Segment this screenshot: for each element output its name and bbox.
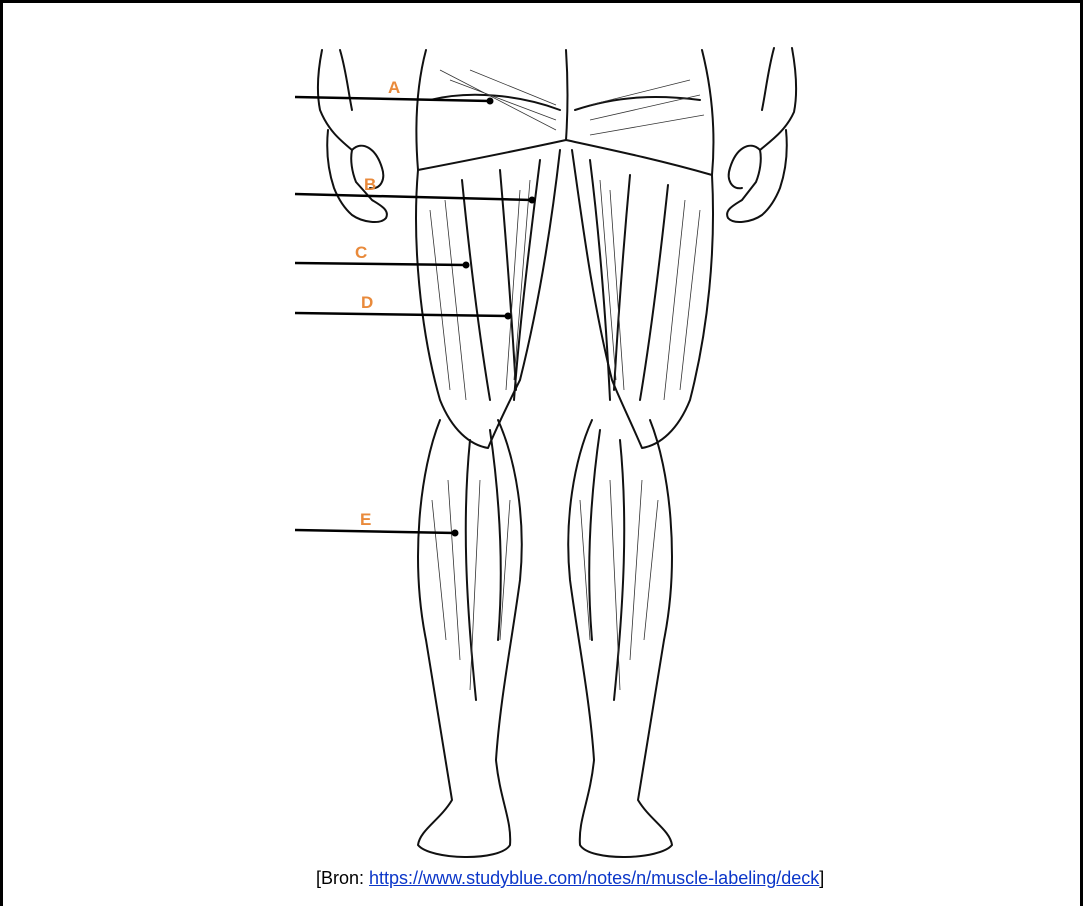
leader-line-e <box>295 530 455 533</box>
leader-dot-c <box>463 262 470 269</box>
right-arm <box>727 48 796 222</box>
label-e: E <box>360 511 371 528</box>
leader-dot-a <box>487 98 494 105</box>
source-prefix: [Bron: <box>316 868 369 888</box>
label-b: B <box>364 176 376 193</box>
leader-lines <box>295 97 532 533</box>
source-link[interactable]: https://www.studyblue.com/notes/n/muscle… <box>369 868 819 888</box>
leader-dot-e <box>452 530 459 537</box>
gluteal-region <box>416 50 713 175</box>
leader-dot-d <box>505 313 512 320</box>
leader-line-d <box>295 313 508 316</box>
leader-line-a <box>295 97 490 101</box>
leader-dot-b <box>529 197 536 204</box>
leader-line-b <box>295 194 532 200</box>
left-thigh <box>416 150 560 448</box>
source-citation: [Bron: https://www.studyblue.com/notes/n… <box>316 868 824 889</box>
leader-line-c <box>295 263 466 265</box>
source-suffix: ] <box>819 868 824 888</box>
label-c: C <box>355 244 367 261</box>
label-a: A <box>388 79 400 96</box>
label-d: D <box>361 294 373 311</box>
